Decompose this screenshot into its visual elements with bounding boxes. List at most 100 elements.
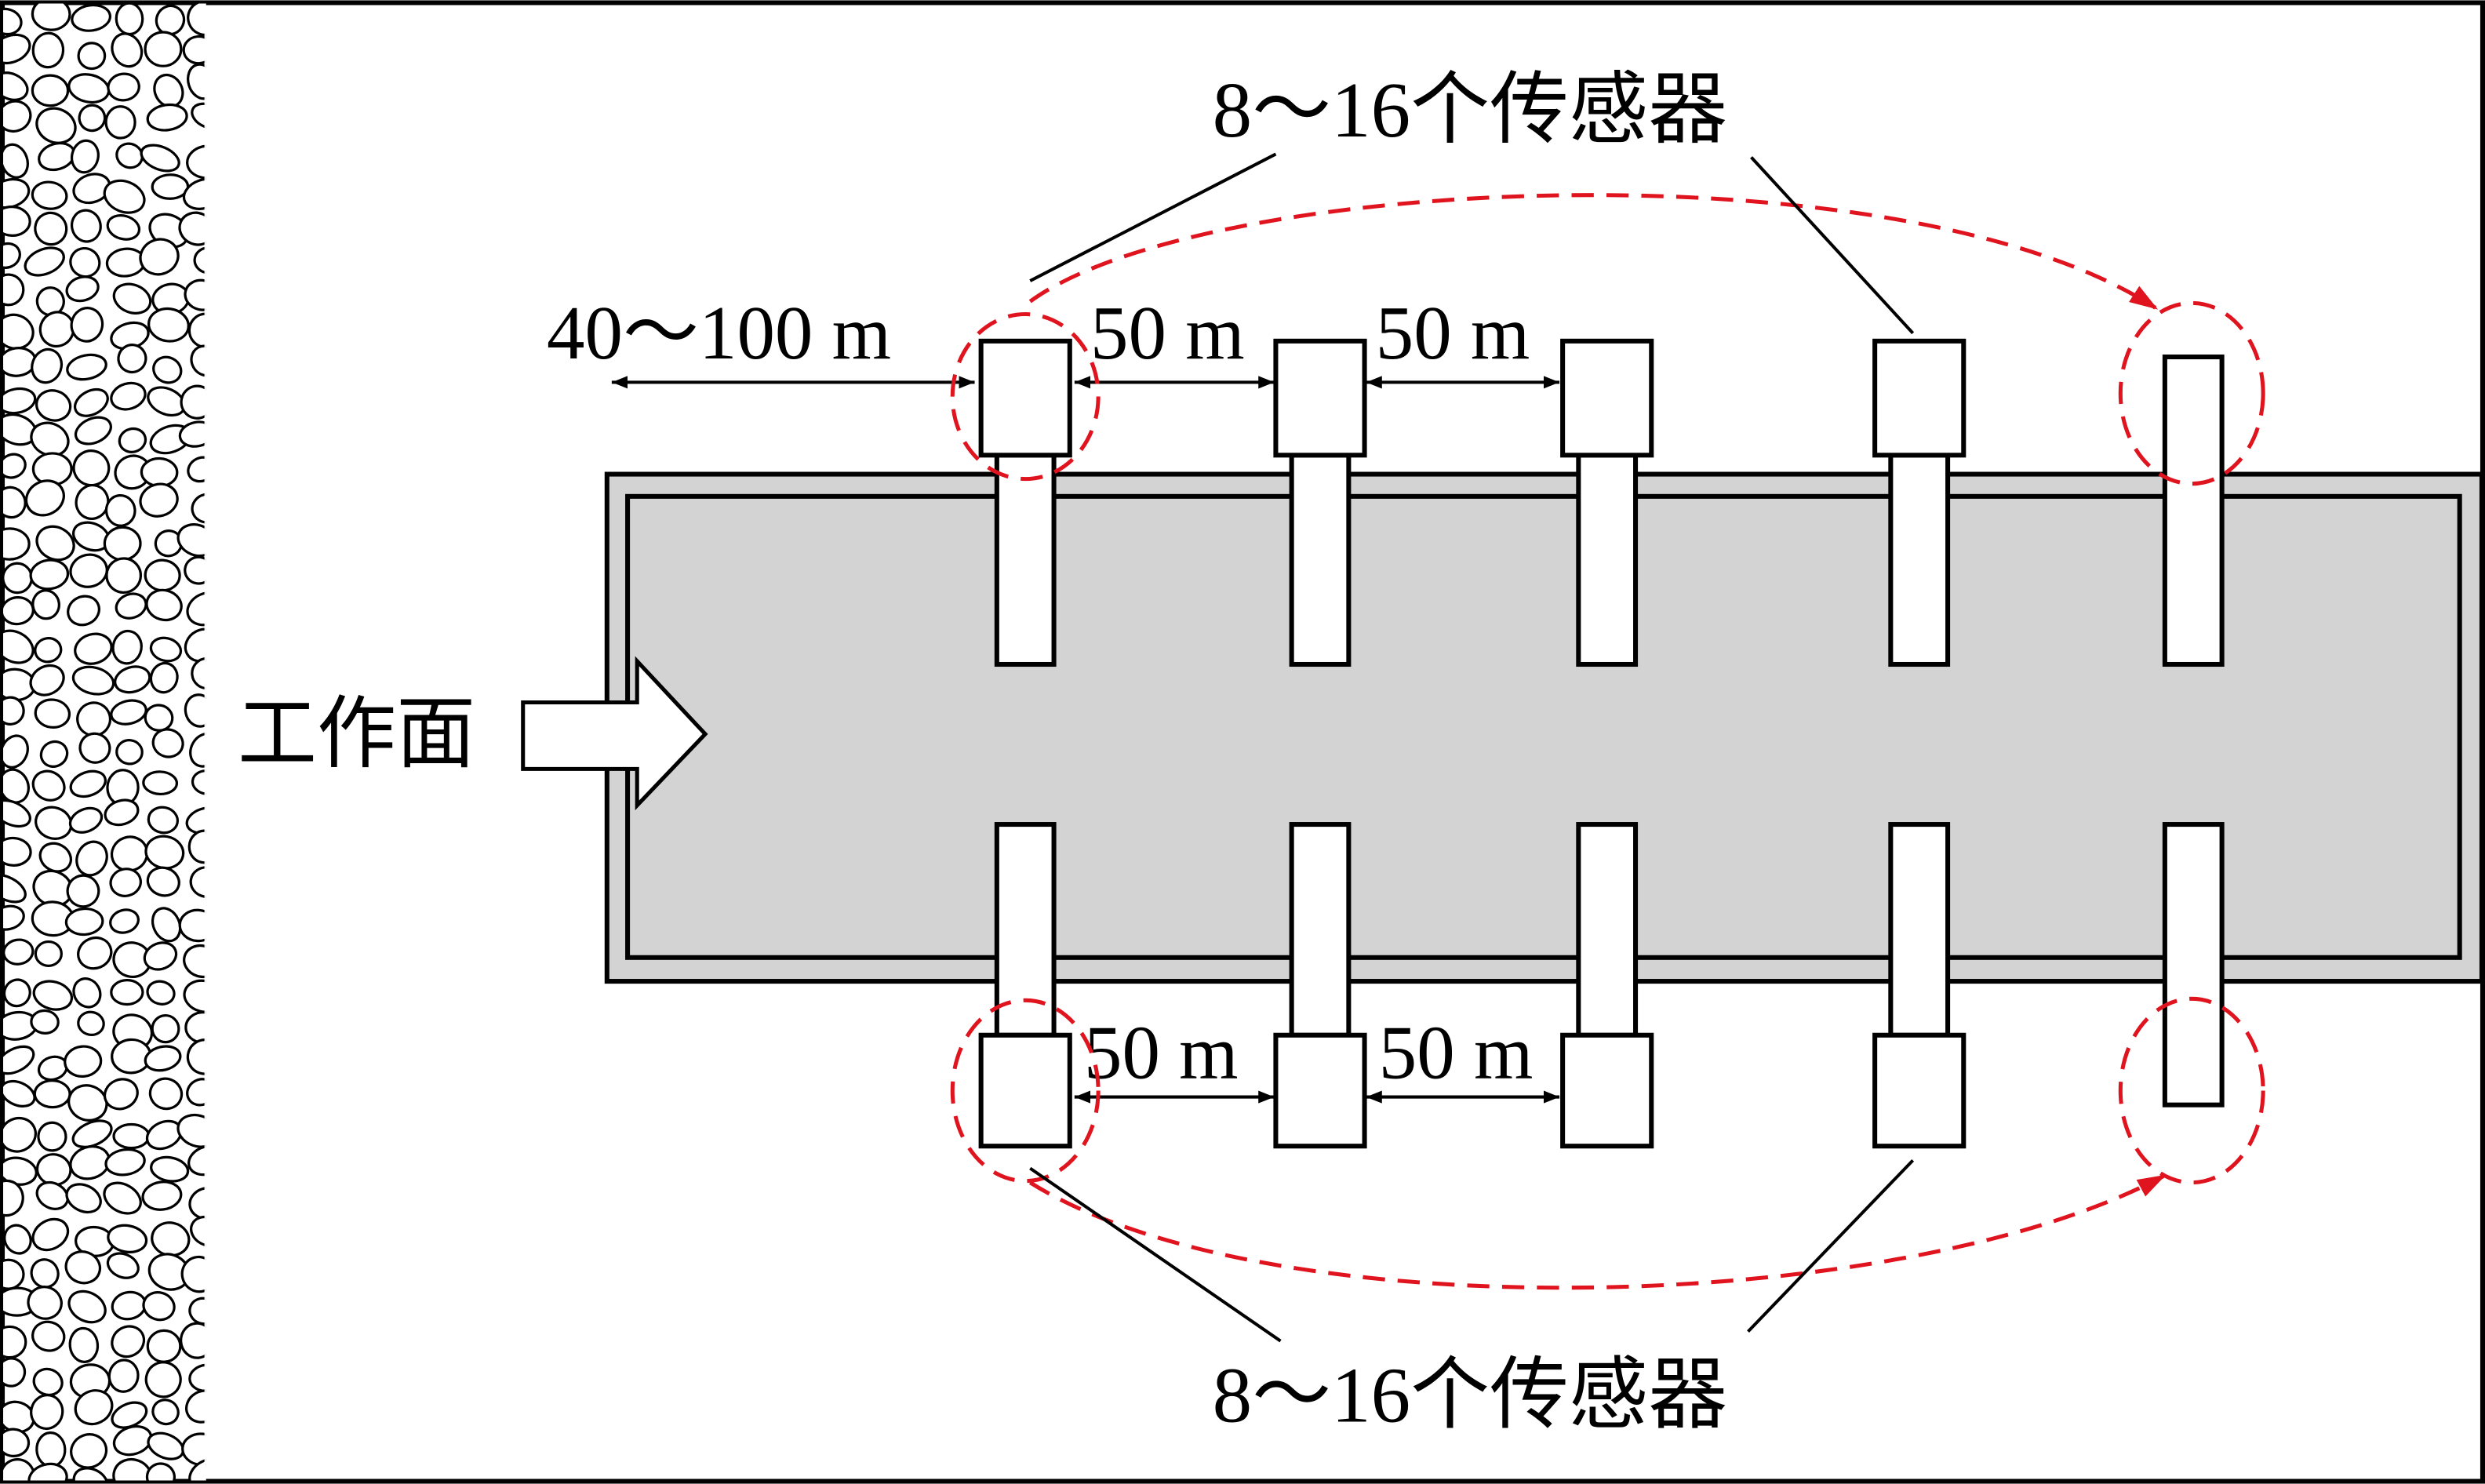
borehole-bottom [1576, 822, 1639, 1038]
dim-bottom-2-label: 50 m [1379, 1010, 1534, 1094]
rock [31, 589, 60, 620]
rock [35, 107, 77, 144]
rock [70, 1433, 108, 1469]
rock [106, 214, 141, 241]
rock [151, 728, 184, 758]
rock [70, 209, 102, 243]
rock [107, 1359, 140, 1393]
dimension-lines [611, 376, 1560, 1104]
rock [32, 980, 74, 1011]
rock [139, 238, 180, 276]
highlight-top-first [950, 311, 1101, 482]
rock [34, 637, 63, 664]
leader-lines [1029, 152, 1915, 1343]
rock [149, 636, 183, 663]
rock [29, 558, 70, 591]
rock [78, 732, 111, 764]
rock [39, 740, 69, 768]
rock [32, 1367, 64, 1397]
rock [107, 1224, 148, 1254]
rock [109, 908, 140, 934]
rock [30, 1009, 60, 1035]
rock [76, 701, 112, 737]
rock [70, 139, 100, 174]
rock [64, 907, 104, 937]
working-face-label: 工作面 [238, 690, 475, 778]
advance-direction-arrow-icon [521, 656, 708, 811]
rock [70, 307, 104, 343]
rock [77, 936, 113, 970]
dim-top-1-label: 50 m [1090, 291, 1245, 375]
rock [184, 627, 206, 663]
bottom-span-arrow [1028, 1174, 2167, 1290]
rock [3, 1116, 37, 1153]
rock [106, 1252, 140, 1279]
rock [142, 1291, 176, 1322]
rock [3, 1224, 32, 1255]
rock [3, 205, 31, 237]
rock [184, 693, 206, 728]
rock [111, 629, 143, 665]
sensor-group-highlights [950, 193, 2265, 1290]
top-span-arrow [1028, 193, 2159, 310]
rock [151, 1013, 180, 1044]
rock [34, 698, 71, 729]
rock [65, 275, 100, 303]
rock [188, 1457, 206, 1481]
roadway-inner [625, 493, 2462, 960]
rock [3, 71, 29, 101]
rock [104, 798, 140, 827]
rock [66, 874, 100, 908]
rock [115, 3, 144, 36]
rock [3, 938, 35, 966]
rock [31, 347, 64, 384]
rock [111, 32, 144, 68]
borehole-bottom [1289, 822, 1352, 1038]
rock [37, 1121, 67, 1152]
rock [3, 734, 29, 769]
rock [117, 344, 147, 374]
rock [112, 1122, 151, 1150]
rock [33, 1079, 71, 1109]
rock [146, 980, 176, 1006]
rock [151, 1399, 180, 1426]
rock [66, 353, 107, 381]
sensors-top-label: 8～16个传感器 [1213, 66, 1728, 154]
rock [3, 143, 29, 179]
rock [74, 632, 113, 665]
rock [38, 842, 73, 873]
rock [77, 42, 107, 71]
rock [141, 1180, 183, 1211]
rock [144, 558, 181, 592]
rock [110, 979, 144, 1006]
rock [35, 1431, 67, 1468]
rock [147, 806, 180, 835]
rock [27, 1462, 68, 1481]
highlight-bottom-last [2118, 996, 2265, 1185]
rock [178, 908, 206, 943]
sensor-box-top [1560, 338, 1654, 458]
rock [3, 453, 27, 479]
rock [139, 482, 179, 518]
rock [191, 102, 206, 129]
sensor-box-bottom [1560, 1032, 1654, 1149]
rock [31, 31, 65, 69]
rock [152, 355, 183, 384]
rock [31, 1320, 66, 1352]
rock [31, 3, 71, 31]
rock [34, 940, 63, 967]
rock [176, 1113, 206, 1148]
sensor-box-bottom [1273, 1032, 1367, 1149]
rock [118, 427, 147, 453]
rock [67, 595, 100, 627]
rock [3, 387, 37, 415]
borehole-top-last [2162, 355, 2225, 667]
rock [24, 246, 65, 277]
rock [31, 769, 66, 802]
rock [144, 1045, 182, 1072]
goaf-rock-pattern [3, 3, 206, 1481]
rock [112, 1457, 153, 1481]
rock [31, 74, 70, 107]
rock [71, 3, 112, 32]
rock [30, 1258, 60, 1289]
